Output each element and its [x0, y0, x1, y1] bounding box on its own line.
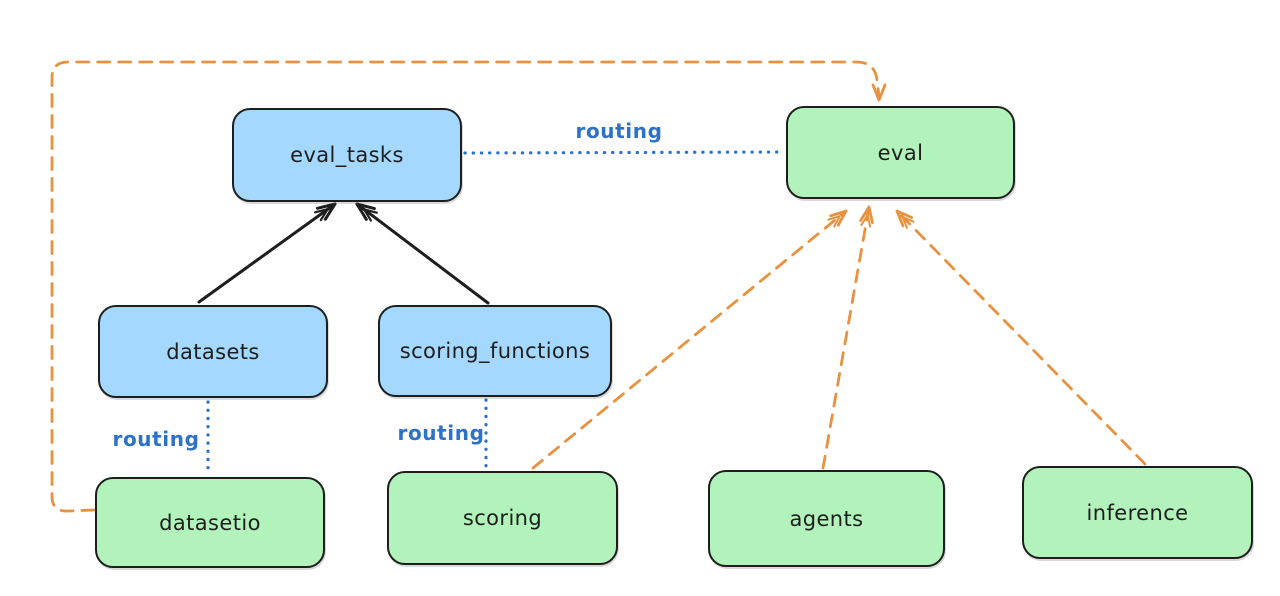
node-inference-label: inference — [1086, 500, 1189, 525]
node-scoring-functions-label: scoring_functions — [399, 339, 591, 363]
edge-datasets-to-eval-tasks — [197, 202, 337, 304]
node-agents-label: agents — [789, 506, 864, 531]
node-agents: agents — [708, 470, 945, 567]
edge-agents-to-eval — [821, 205, 874, 470]
node-scoring-functions: scoring_functions — [378, 305, 612, 397]
node-datasets-label: datasets — [166, 339, 260, 364]
node-eval-tasks: eval_tasks — [232, 108, 462, 202]
edge-scoring-functions-to-eval-tasks — [355, 202, 490, 305]
routing-label-scoring-functions-scoring: routing — [397, 421, 485, 445]
routing-label-datasets-datasetio: routing — [112, 427, 200, 451]
routing-label-eval-tasks-eval: routing — [575, 119, 663, 143]
node-eval-label: eval — [877, 140, 924, 165]
edge-inference-to-eval — [895, 209, 1147, 466]
node-datasets: datasets — [98, 305, 328, 398]
node-eval: eval — [786, 106, 1015, 199]
node-inference: inference — [1022, 466, 1253, 559]
edge-scoring-to-eval — [531, 209, 848, 470]
node-datasetio-label: datasetio — [159, 510, 261, 535]
node-datasetio: datasetio — [95, 477, 325, 568]
node-scoring: scoring — [387, 471, 618, 565]
node-scoring-label: scoring — [462, 506, 543, 530]
edge-eval-tasks-to-eval — [463, 150, 785, 155]
edge-datasetio-to-eval — [50, 60, 887, 513]
node-eval-tasks-label: eval_tasks — [290, 143, 404, 167]
